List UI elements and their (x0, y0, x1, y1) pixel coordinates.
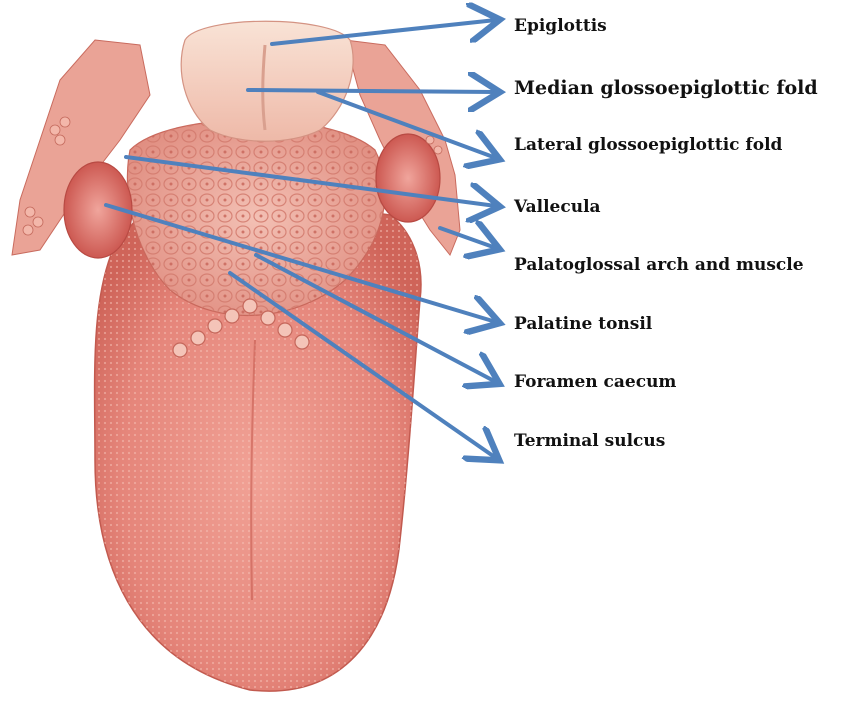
labels: Epiglottis Median glossoepiglottic fold … (513, 16, 818, 451)
label-epiglottis: Epiglottis (514, 16, 607, 36)
label-lateral-glossoepiglottic-fold: Lateral glossoepiglottic fold (514, 135, 783, 155)
leader-median-fold (248, 90, 496, 92)
label-palatine-tonsil: Palatine tonsil (514, 314, 653, 334)
label-foramen-caecum: Foramen caecum (514, 372, 676, 392)
label-median-glossoepiglottic-fold: Median glossoepiglottic fold (514, 77, 818, 99)
label-palatoglossal-arch-and-muscle: Palatoglossal arch and muscle (514, 255, 804, 275)
label-vallecula: Vallecula (513, 197, 601, 217)
label-terminal-sulcus: Terminal sulcus (514, 431, 665, 451)
right-palatine-tonsil (376, 134, 440, 222)
